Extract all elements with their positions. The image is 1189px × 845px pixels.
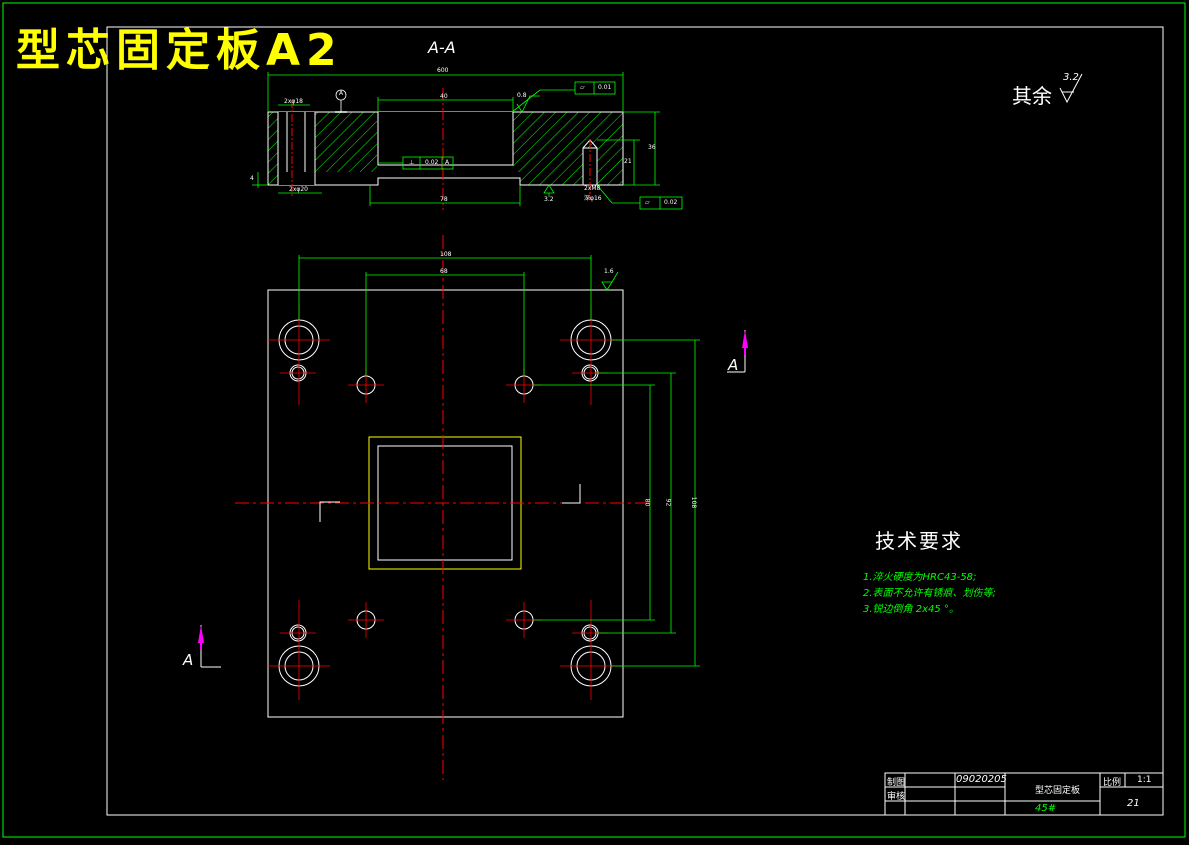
section-hatch-left (268, 112, 278, 185)
section-label: A-A (428, 38, 456, 57)
dim-thread-spec-2: 深φ16 (584, 195, 602, 202)
dim-v-inner: 80 (643, 498, 651, 507)
section-hatch-right (513, 112, 623, 172)
rest-roughness-label: 其余 (1012, 84, 1052, 108)
section-view (252, 72, 683, 210)
plan-dimensions (298, 255, 700, 667)
view-marker-right: A (728, 356, 739, 374)
section-cavity-outline (377, 112, 514, 166)
section-hatch-mid (315, 112, 377, 172)
tol-3-value: 0.02 (664, 199, 678, 206)
tol-2-symbol: ⊥ (409, 159, 415, 166)
tech-requirements-heading: 技术要求 (875, 529, 963, 553)
tb-quantity: 21 (1127, 798, 1140, 809)
tech-requirement-2: 2.表面不允许有锈痕、划伤等; (863, 588, 996, 599)
plan-view (198, 235, 748, 780)
tol-2-datum: A (445, 159, 450, 166)
rest-roughness-value: 3.2 (1063, 72, 1079, 83)
dim-right-total: 36 (648, 144, 656, 151)
datum-label: A (339, 90, 344, 97)
dim-inner-hole-spacing: 68 (440, 268, 448, 275)
tb-part-name: 型芯固定板 (1035, 786, 1081, 796)
tb-material: 45# (1035, 803, 1057, 814)
tb-checker-label: 审核 (887, 792, 906, 802)
dim-v-outer: 108 (690, 496, 698, 509)
view-arrow-left (198, 625, 221, 668)
section-dimensions (252, 72, 683, 210)
dim-bore-bottom: 2xφ20 (289, 186, 308, 193)
tech-requirement-3: 3.锐边倒角 2x45 °。 (863, 604, 959, 615)
dim-thread-spec-1: 2xM8 (584, 185, 601, 192)
drawing-title: 型芯固定板A2 (16, 25, 343, 76)
hole-crosshairs (268, 305, 622, 700)
dim-right-height: 21 (624, 158, 632, 165)
inner-border (106, 26, 1164, 816)
dim-outer-hole-spacing: 108 (440, 251, 452, 258)
tol-1-symbol: ▱ (580, 84, 585, 91)
roughness-bottom: 3.2 (544, 196, 554, 203)
view-arrow-right (727, 330, 748, 373)
roughness-top: 0.8 (517, 92, 527, 99)
dim-v-mid: 92 (664, 498, 672, 507)
tb-designer-label: 制图 (887, 778, 906, 788)
section-cut-markers (319, 484, 581, 522)
tb-drawing-number: 09020205 (956, 774, 1007, 785)
tb-scale-label: 比例 (1103, 778, 1122, 788)
dim-bottom-width: 78 (440, 196, 448, 203)
tol-3-symbol: ▱ (645, 199, 650, 206)
dim-overall-width: 600 (437, 67, 449, 74)
plan-roughness: 1.6 (604, 268, 614, 275)
title-block-frame (884, 772, 1164, 816)
tech-requirement-1: 1.淬火硬度为HRC43-58; (863, 572, 977, 583)
dim-left-step: 4 (250, 175, 254, 182)
section-hatch-right-lower (520, 172, 623, 185)
tol-1-value: 0.01 (598, 84, 612, 91)
tol-2-value: 0.02 (425, 159, 439, 166)
view-marker-left: A (183, 651, 194, 669)
tb-scale-value: 1:1 (1137, 775, 1152, 785)
rest-roughness-symbol (1059, 73, 1083, 104)
dim-bore-top: 2xφ18 (284, 98, 303, 105)
dim-inner-width: 40 (440, 93, 448, 100)
